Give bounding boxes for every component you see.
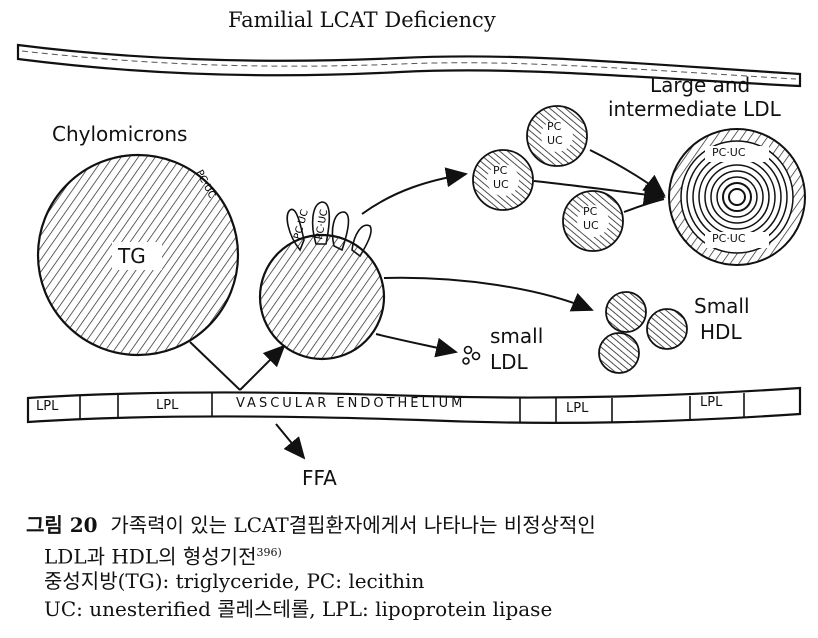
arrow-endothelium-to-remnant [239,344,286,391]
lcat-diagram: PC·UC PC·UC PC·UC [16,43,806,460]
small-ldl-dot [462,357,470,365]
tg-label-bg [112,242,162,270]
caption-line-3: 중성지방(TG): triglyceride, PC: lecithin [44,569,425,593]
remnant-particle [258,201,386,361]
uc-label-top: UC [547,134,563,147]
tg-label: TG [118,244,146,268]
pc-label-left: PC [493,164,508,177]
lpl-segment-2: LPL [156,398,179,413]
caption-line-1: 그림 20 가족력이 있는 LCAT결핍환자에게서 나타나는 비정상적인 [26,512,596,538]
lpl-segment-1: LPL [36,399,59,414]
diagram-title: Familial LCAT Deficiency [228,8,496,32]
pc-label-top: PC [547,120,562,133]
vascular-endothelium-label: VASCULAR ENDOTHELIUM [236,396,466,411]
small-ldl-label-2: LDL [490,350,528,374]
caption-title: 가족력이 있는 LCAT결핍환자에게서 나타나는 비정상적인 [110,513,596,537]
large-ldl-pcuc-top: PC·UC [712,146,746,159]
small-ldl-dot [463,345,473,355]
lpl-segment-4: LPL [700,395,723,410]
arrow-remnant-to-pcuc [361,167,468,215]
arrow-chylo-to-endothelium [189,341,241,391]
caption-reference: 396) [256,546,282,559]
uc-label-left: UC [493,178,509,191]
uc-label-bottom: UC [583,219,599,232]
figure-number: 그림 20 [26,513,98,537]
large-ldl-label-2: intermediate LDL [608,97,781,121]
large-ldl-particle [668,128,806,266]
small-ldl-label-1: small [490,324,544,348]
arrow-remnant-to-small-hdl [383,276,594,312]
pc-label-bottom: PC [583,205,598,218]
arrow-pcuc-to-large-ldl-3 [623,198,665,213]
caption-line-4: UC: unesterified 콜레스테롤, LPL: lipoprotein… [44,597,553,621]
small-hdl-label-2: HDL [700,320,742,344]
small-hdl-particle-3 [598,332,640,374]
caption-subtitle: LDL과 HDL의 형성기전 [44,544,257,569]
small-hdl-particle-1 [605,291,647,333]
small-ldl-dot [471,351,481,361]
arrow-remnant-to-small-ldl [375,333,458,358]
chylomicrons-label: Chylomicrons [52,122,188,146]
arrow-endothelium-to-ffa [275,423,306,460]
ffa-label: FFA [302,466,337,490]
top-vessel-wall [16,43,802,88]
endothelium-wall [26,386,802,424]
arrow-pcuc-to-large-ldl-2 [533,180,666,205]
fold-label-2: PC·UC [314,209,330,241]
caption-line-2: LDL과 HDL의 형성기전396) [44,540,282,570]
small-hdl-label-1: Small [694,294,750,318]
large-ldl-pcuc-bottom: PC·UC [712,232,746,245]
small-hdl-particle-2 [646,308,688,350]
lpl-segment-3: LPL [566,401,589,416]
large-ldl-label-1: Large and [650,73,751,97]
